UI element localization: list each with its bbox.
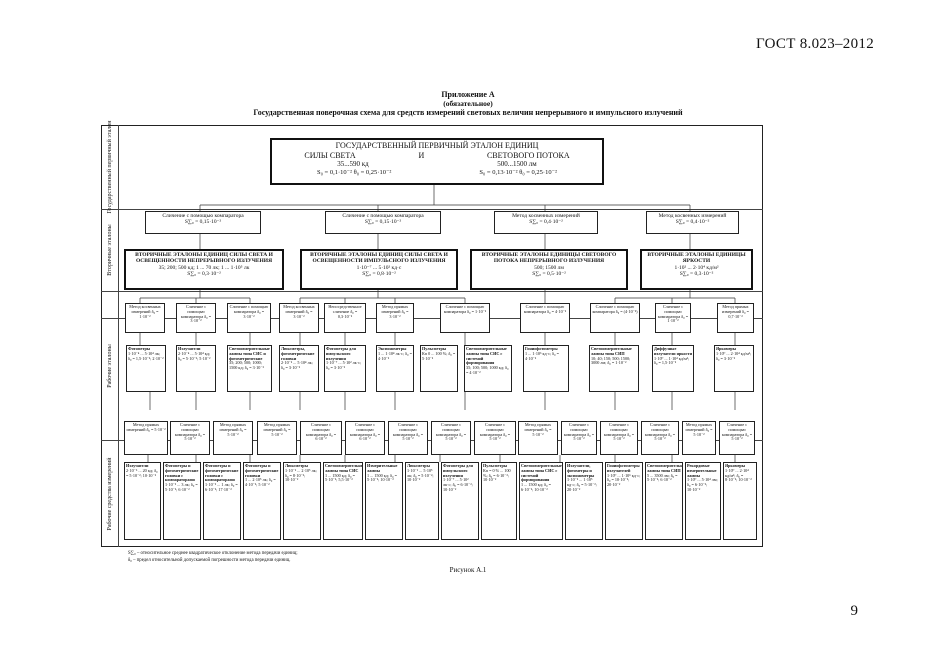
appendix-status: (обязательное) — [443, 99, 493, 108]
standard-header: ГОСТ 8.023–2012 — [756, 36, 874, 52]
method-box: Метод косвенных измерений δ₀ = 3·10⁻² — [279, 303, 319, 333]
method-box: Сличение с помощью компаратора δ₀ = 6·10… — [300, 421, 342, 455]
footnote: S∑₀ – относительное среднее квадратическ… — [128, 551, 298, 556]
method-box: Сличение с помощью компаратора δ₀ = 5·10… — [561, 421, 597, 455]
method-box: Сличение с помощью компаратора δ₀ = 5·10… — [474, 421, 516, 455]
band-label-secondary: Вторичные эталоны — [101, 209, 119, 291]
working-standard-box: Светоизмерительные лампы типа СИС и фото… — [227, 345, 272, 392]
method-box: Сличение с помощью компаратора δ₀ = 5·10… — [600, 421, 638, 455]
method-box: Непосредственное сличение δ₀ = 0,3·10⁻² — [324, 303, 366, 333]
band-label-instruments: Рабочие средства измерений — [101, 440, 119, 547]
method-box: Сличение с помощью компаратора δ₀ = 5·10… — [388, 421, 428, 455]
primary-left-accuracy: S₀ = 0,1·10⁻² θ₀ = 0,25·10⁻² — [317, 168, 392, 176]
method-box: Сличение с помощью компаратора δ₀ = 3·10… — [176, 303, 216, 333]
primary-right-range: 500...1500 лм — [497, 160, 537, 169]
band-label-working: Рабочие эталоны — [101, 291, 119, 440]
method-box: Метод прямых измерений δ₀ = 5·10⁻² — [257, 421, 297, 455]
method-box: Сличение с помощью компаратора δ₀ = 5·10… — [431, 421, 471, 455]
method-box: Метод прямых измерений δ₀ = 5·10⁻² — [682, 421, 716, 455]
footnote: δ₀ – предел относительной допускаемой по… — [128, 558, 291, 563]
primary-and: И — [418, 150, 425, 160]
figure-caption: Рисунок А.1 — [449, 566, 487, 574]
band-divider — [101, 291, 763, 292]
secondary-standard-box: ВТОРИЧНЫЕ ЭТАЛОНЫ ЕДИНИЦ СИЛЫ СВЕТА И ОС… — [300, 249, 458, 290]
method-box: Сличение с помощью компаратора δ₀ = 4·10… — [520, 303, 570, 333]
instrument-box: Фотометры и фотометрические головки с ко… — [203, 462, 241, 540]
method-box: Сличение с помощью компаратора δ₀ = 6·10… — [345, 421, 385, 455]
method-box: Сличение с помощью компаратора δ₀ = 3·10… — [227, 303, 271, 333]
band-divider — [101, 318, 763, 319]
scheme-frame — [101, 125, 763, 547]
primary-left-name: СИЛЫ СВЕТА — [304, 150, 356, 160]
primary-left-range: 35...590 кд — [337, 160, 369, 169]
method-box: Метод прямых измерений δ₀ = 3·10⁻² — [376, 303, 414, 333]
band-label-primary: Государственный первичный эталон — [101, 120, 119, 214]
method-box: Сличение с помощью компаратора δ₀ = 5·10… — [170, 421, 210, 455]
band-divider — [101, 209, 763, 210]
method-box: Сличение с помощью компаратора δ₀ = 5·10… — [641, 421, 679, 455]
primary-title: ГОСУДАРСТВЕННЫЙ ПЕРВИЧНЫЙ ЭТАЛОН ЕДИНИЦ — [335, 141, 539, 150]
secondary-standard-box: ВТОРИЧНЫЕ ЭТАЛОНЫ ЕДИНИЦ СИЛЫ СВЕТА И ОС… — [124, 249, 284, 290]
method-box: Сличение с помощью компаратора δ₀ = (4·1… — [590, 303, 640, 333]
method-box: Метод косвенных измерений δ₀ = 1·10⁻² — [125, 303, 165, 333]
method-box: Метод прямых измерений δ₀ = 0,7·10⁻² — [717, 303, 754, 333]
method-box: Метод прямых измерений δ₀ = 5·10⁻² — [124, 421, 168, 455]
page-number: 9 — [850, 603, 859, 619]
method-box: Метод прямых измерений δ₀ = 5·10⁻² — [518, 421, 558, 455]
primary-right-name: СВЕТОВОГО ПОТОКА — [486, 150, 570, 160]
primary-standard-box: ГОСУДАРСТВЕННЫЙ ПЕРВИЧНЫЙ ЭТАЛОН ЕДИНИЦ … — [270, 138, 604, 185]
instrument-box: Фотометры и фотометрические головки с ко… — [163, 462, 201, 540]
working-standard-box: Светоизмерительные лампы типа СИС с сист… — [464, 345, 512, 392]
method-box: Метод прямых измерений δ₀ = 5·10⁻² — [213, 421, 253, 455]
method-box: Сличение с помощью компаратора δ₀ = 5·10… — [719, 421, 755, 455]
appendix-label: Приложение А — [441, 90, 495, 99]
scheme-title: Государственная поверочная схема для сре… — [253, 108, 683, 117]
method-box: Сличение с помощью компаратора δ₀ = 1·10… — [440, 303, 490, 333]
secondary-standard-box: ВТОРИЧНЫЕ ЭТАЛОНЫ ЕДИНИЦЫ СВЕТОВОГО ПОТО… — [470, 249, 628, 290]
primary-right-accuracy: S₀ = 0,13·10⁻² θ₀ = 0,25·10⁻² — [479, 168, 557, 176]
instrument-box: Светоизмерительные лампы типа СИС с сист… — [519, 462, 563, 540]
method-box: Сличение с помощью компаратора δ₀ = 1·10… — [655, 303, 691, 333]
